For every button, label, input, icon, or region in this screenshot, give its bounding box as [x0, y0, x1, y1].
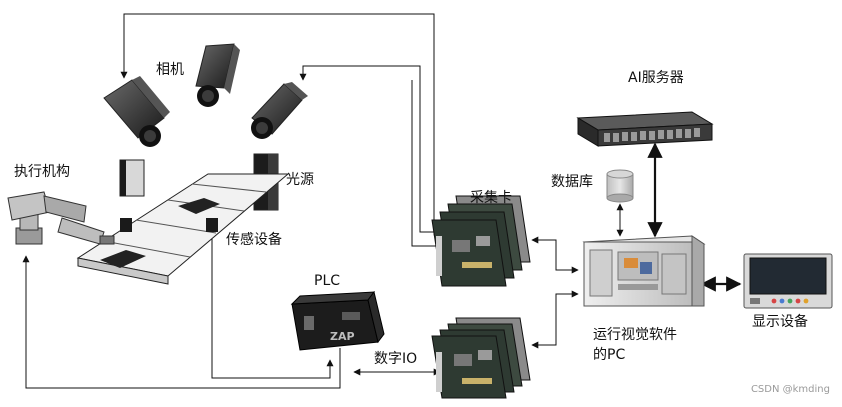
pc-cabinet-icon	[582, 235, 706, 307]
line-card-bottom	[411, 80, 438, 247]
sensor-label: 传感设备	[226, 232, 282, 248]
digital-io-card-stack-icon	[431, 317, 531, 399]
database-label: 数据库	[551, 174, 593, 190]
line-sensor-to-plc	[211, 232, 334, 379]
line-io-to-pc	[531, 290, 579, 349]
line-card-to-camera-left	[120, 13, 451, 226]
plc-label: PLC	[314, 273, 341, 289]
product-items	[100, 198, 220, 268]
line-card-to-camera-right	[299, 65, 441, 236]
plc-icon: ZAP	[290, 290, 385, 351]
pc-label-line2: 的PC	[593, 347, 626, 363]
digital-io-label: 数字IO	[374, 351, 418, 367]
connection-lines	[22, 13, 579, 389]
actuator-robot-arm-icon	[7, 191, 115, 245]
line-card-to-pc	[531, 236, 579, 274]
camera-label: 相机	[156, 62, 184, 78]
display-device-icon	[743, 253, 833, 309]
ai-server-label: AI服务器	[628, 70, 684, 86]
light-source-label: 光源	[286, 172, 314, 188]
display-label: 显示设备	[752, 314, 808, 330]
sensor-icon	[120, 218, 218, 232]
camera-left-icon	[103, 76, 170, 147]
plc-brand-text: ZAP	[330, 330, 355, 343]
line-plc-to-actuator	[22, 255, 341, 389]
camera-top-icon	[195, 43, 240, 107]
ai-server-icon	[576, 111, 714, 147]
acquisition-card-label: 采集卡	[470, 190, 512, 206]
light-source-left-icon	[119, 159, 145, 197]
camera-right-icon	[251, 82, 308, 139]
conveyor-belt	[76, 173, 290, 285]
watermark: CSDN @kmding	[750, 384, 830, 395]
actuator-label: 执行机构	[14, 164, 70, 180]
pc-label-line1: 运行视觉软件	[593, 327, 677, 343]
acquisition-card-stack-icon	[431, 195, 531, 287]
database-icon	[606, 169, 634, 203]
